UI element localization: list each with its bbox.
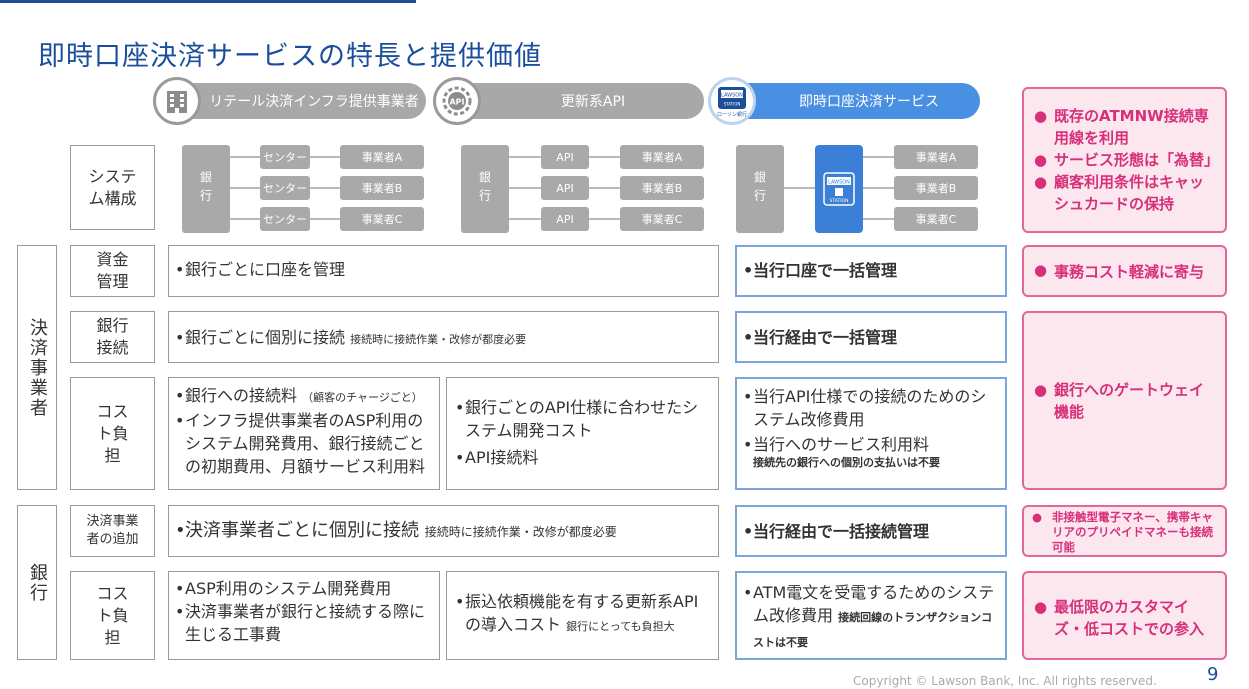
row-label-system: システム構成: [70, 145, 155, 230]
diagram3-bank: 銀行: [736, 145, 784, 233]
value-box-1: 既存のATMNW接続専用線を利用 サービス形態は「為替」 顧客利用条件はキャッシ…: [1022, 87, 1227, 233]
diagram3-logo-brand: LAWSON: [828, 180, 850, 186]
diagram1-center-1: センター: [260, 145, 310, 169]
copyright: Copyright © Lawson Bank, Inc. All rights…: [853, 674, 1157, 688]
logo-brand-text: LAWSON: [721, 93, 743, 99]
diagram3-biz-c: 事業者C: [894, 207, 978, 231]
diagram2-api-3: API: [541, 207, 589, 231]
diagram1-bank: 銀行: [182, 145, 230, 233]
logo-bank-name: ローソン銀行: [717, 111, 747, 118]
api-gear-icon: API: [433, 77, 481, 125]
cell-add-left: 決済事業者ごとに個別に接続 接続時に接続作業・改修が都度必要: [168, 505, 719, 557]
group-label-settlement: 決済事業者: [17, 245, 57, 490]
cell-cost-c: 当行API仕様での接続のためのシステム改修費用 当行へのサービス利用料 接続先の…: [735, 377, 1007, 490]
diagram2-bank: 銀行: [461, 145, 509, 233]
row-label-bank-conn: 銀行接続: [70, 311, 155, 363]
diagram2-api-1: API: [541, 145, 589, 169]
diagram3-biz-a: 事業者A: [894, 145, 978, 169]
value-box-3: 銀行へのゲートウェイ機能: [1022, 311, 1227, 490]
diagram3-lawson-station-icon: LAWSON STATION: [815, 145, 863, 233]
header-instant-label: 即時口座決済サービス: [799, 94, 939, 110]
api-icon-text: API: [449, 98, 464, 107]
row-label-add-biz: 決済事業者の追加: [70, 505, 155, 557]
diagram2-biz-a: 事業者A: [620, 145, 704, 169]
page-number: 9: [1207, 664, 1219, 685]
cell-conn-right: 当行経由で一括管理: [735, 311, 1007, 363]
group-label-bank: 銀行: [17, 505, 57, 660]
header-retail-pill: リテール決済インフラ提供事業者: [162, 83, 426, 119]
header-api-label: 更新系API: [560, 94, 626, 110]
cell-add-right: 当行経由で一括接続管理: [735, 505, 1007, 557]
row-label-cost: コスト負担: [70, 377, 155, 490]
diagram2-api-2: API: [541, 176, 589, 200]
diagram1-biz-a: 事業者A: [340, 145, 424, 169]
row-label-cost2: コスト負担: [70, 571, 155, 660]
cell-funds-left: 銀行ごとに口座を管理: [168, 245, 719, 297]
header-api-pill: 更新系API: [442, 83, 704, 119]
cell-bcost-c: ATM電文を受電するためのシステム改修費用 接続回線のトランザクションコストは不…: [735, 571, 1007, 660]
diagram3-logo-station: STATION: [830, 198, 849, 204]
value-box-5: 最低限のカスタマイズ・低コストでの参入: [1022, 571, 1227, 660]
diagram1-biz-b: 事業者B: [340, 176, 424, 200]
cell-funds-right: 当行口座で一括管理: [735, 245, 1007, 297]
cell-bcost-a: ASP利用のシステム開発費用 決済事業者が銀行と接続する際に生じる工事費: [168, 571, 440, 660]
diagram1-biz-c: 事業者C: [340, 207, 424, 231]
cell-bcost-b: 振込依頼機能を有する更新系APIの導入コスト 銀行にとっても負担大: [446, 571, 719, 660]
cell-cost-b: 銀行ごとのAPI仕様に合わせたシステム開発コスト API接続料: [446, 377, 719, 490]
row-label-funds: 資金管理: [70, 245, 155, 297]
diagram2-biz-c: 事業者C: [620, 207, 704, 231]
diagram1-center-2: センター: [260, 176, 310, 200]
logo-station-text: STATION: [724, 102, 741, 107]
lawson-bank-logo-icon: LAWSON STATION ローソン銀行: [708, 77, 756, 125]
diagram2-biz-b: 事業者B: [620, 176, 704, 200]
diagram3-biz-b: 事業者B: [894, 176, 978, 200]
header-instant-pill: 即時口座決済サービス: [718, 83, 980, 119]
cell-cost-a: 銀行への接続料 （顧客のチャージごと） インフラ提供事業者のASP利用のシステム…: [168, 377, 440, 490]
cell-conn-left: 銀行ごとに個別に接続 接続時に接続作業・改修が都度必要: [168, 311, 719, 363]
page-title: 即時口座決済サービスの特長と提供価値: [38, 41, 542, 72]
diagram1-center-3: センター: [260, 207, 310, 231]
value-box-4: 非接触型電子マネー、携帯キャリアのプリペイドマネーも接続可能: [1022, 505, 1227, 557]
value-box-2: 事務コスト軽減に寄与: [1022, 245, 1227, 297]
header-retail-label: リテール決済インフラ提供事業者: [209, 94, 419, 110]
building-icon: [153, 77, 201, 125]
top-rule: [0, 0, 416, 3]
